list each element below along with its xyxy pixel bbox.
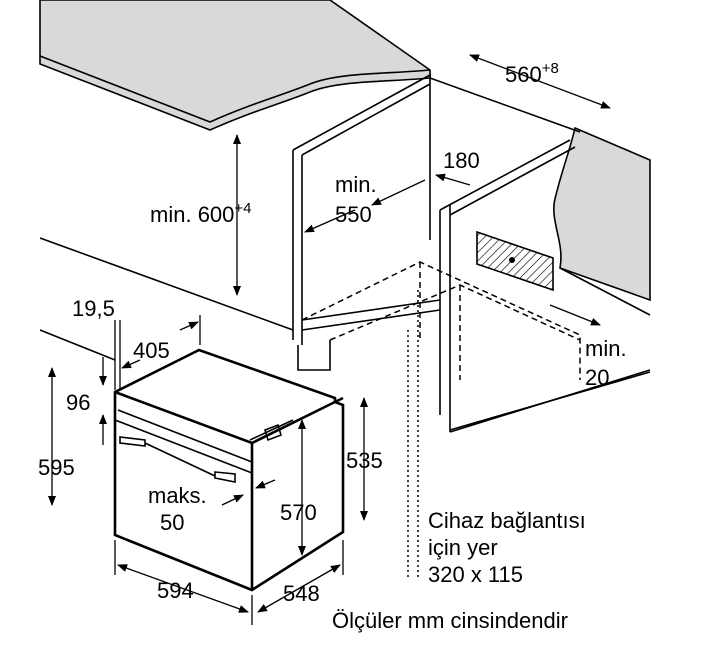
countertop-right <box>553 126 651 302</box>
connection-note-line1: Cihaz bağlantısı <box>428 508 586 533</box>
oven-door-handle <box>119 436 236 483</box>
door-protrusion-label-line1: maks. <box>148 483 207 508</box>
background-lines <box>39 75 651 441</box>
oven-width-label: 594 <box>157 578 194 603</box>
dimension-lines <box>48 54 611 625</box>
side-height-label: 535 <box>346 448 383 473</box>
rear-gap-label-line2: 20 <box>585 365 609 390</box>
top-depth-label: 405 <box>133 338 170 363</box>
countertop-left <box>39 0 431 131</box>
oven-depth-label: 548 <box>283 581 320 606</box>
cutout-offset-label: 180 <box>443 148 480 173</box>
front-panel-offset-label: 19,5 <box>72 296 115 321</box>
connection-area-hatch <box>476 230 554 292</box>
units-note: Ölçüler mm cinsindendir <box>332 608 568 633</box>
connection-note-line2: için yer <box>428 535 498 560</box>
oven-height-label: 595 <box>38 455 75 480</box>
oven <box>113 348 345 592</box>
niche-width-label: 560+8 <box>505 60 559 87</box>
door-protrusion-label-line2: 50 <box>160 510 184 535</box>
cabinet-depth-label-line1: min. <box>335 172 377 197</box>
body-height-label: 570 <box>280 500 317 525</box>
cabinet-depth-label-line2: 550 <box>335 202 372 227</box>
panel-height-label: 96 <box>66 390 90 415</box>
cable-path-dotted <box>407 290 419 580</box>
niche-height-label: min. 600+4 <box>150 200 252 227</box>
connection-note-line3: 320 x 115 <box>428 562 523 587</box>
rear-gap-label-line1: min. <box>585 336 627 361</box>
